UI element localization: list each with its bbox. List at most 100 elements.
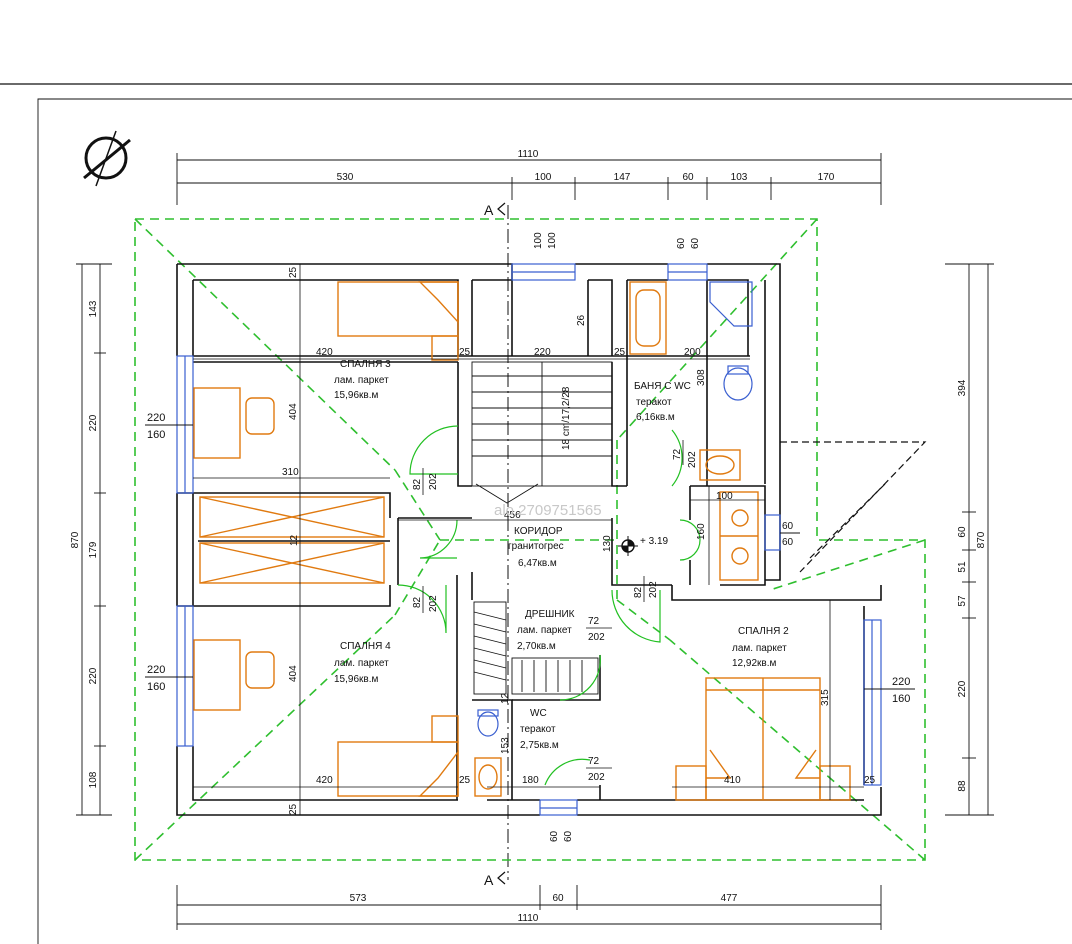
dim-153: 153: [500, 737, 511, 754]
room-label-bath: БАНЯ С WC теракот 6,16кв.м: [634, 381, 691, 423]
svg-text:6,47кв.м: 6,47кв.м: [518, 558, 557, 569]
dim-308: 308: [696, 369, 707, 386]
sanitary-fixtures: [477, 281, 753, 737]
window-label-right: 220 160: [864, 676, 915, 705]
dim-right-6: 88: [957, 780, 968, 792]
dim-top-1: 530: [337, 172, 354, 183]
room-label-bedroom3: СПАЛНЯ 3 лам. паркет 15,96кв.м: [334, 359, 391, 401]
room-label-wc: WC теракот 2,75кв.м: [520, 708, 559, 751]
svg-text:теракот: теракот: [636, 397, 672, 408]
furniture: [193, 281, 851, 801]
svg-text:СПАЛНЯ 2: СПАЛНЯ 2: [738, 626, 789, 637]
room-label-corridor: КОРИДОР гранитогрес 6,47кв.м: [508, 526, 564, 569]
dim-404-b: 404: [288, 665, 299, 682]
svg-text:72: 72: [588, 616, 600, 627]
dim-right-total: 870: [976, 531, 987, 548]
sheet-frame: [37, 98, 1072, 944]
dim-wall-25e: 25: [459, 775, 471, 786]
dim-wall-12b: 12: [500, 692, 511, 704]
dim-456: 456: [504, 510, 521, 521]
svg-text:КОРИДОР: КОРИДОР: [514, 526, 563, 537]
dim-404-a: 404: [288, 403, 299, 420]
svg-text:160: 160: [892, 693, 910, 705]
svg-text:202: 202: [428, 473, 439, 490]
svg-text:202: 202: [687, 451, 698, 468]
right-dimensions: 394 60 51 57 220 88 870: [945, 263, 994, 816]
dim-top-total: 1110: [518, 149, 539, 160]
svg-text:теракот: теракот: [520, 724, 556, 735]
section-mark-top: A: [484, 202, 494, 218]
svg-text:гранитогрес: гранитогрес: [508, 541, 564, 552]
dim-wall-25a: 25: [288, 266, 299, 278]
window-top-b: 100: [547, 232, 558, 249]
room-label-bedroom2: СПАЛНЯ 2 лам. паркет 12,92кв.м: [732, 626, 789, 669]
svg-text:160: 160: [147, 681, 165, 693]
dim-180: 180: [522, 775, 539, 786]
svg-text:WC: WC: [530, 708, 547, 719]
dim-left-1: 143: [88, 300, 99, 317]
dim-310: 310: [282, 467, 299, 478]
dim-130: 130: [602, 535, 613, 552]
walls: [176, 263, 882, 816]
top-dimensions: 1110 530 100 147 60 103 170: [176, 149, 882, 205]
svg-text:60: 60: [782, 521, 794, 532]
dim-right-1: 394: [957, 379, 968, 396]
door-label-5: 72 202: [586, 616, 612, 643]
dim-left-5: 108: [88, 771, 99, 788]
svg-text:202: 202: [588, 772, 605, 783]
dim-bottom-total: 1110: [518, 913, 539, 924]
stair-label: 18 cm/17,2/28: [561, 386, 572, 450]
svg-text:лам. паркет: лам. паркет: [732, 643, 787, 654]
window-top-d: 60: [690, 237, 701, 249]
svg-text:лам. паркет: лам. паркет: [334, 375, 389, 386]
svg-text:60: 60: [782, 537, 794, 548]
dim-wall-25f: 25: [864, 775, 876, 786]
window-bottom-a: 60: [549, 830, 560, 842]
dim-bottom-1: 573: [350, 893, 367, 904]
window-bottom-b: 60: [563, 830, 574, 842]
dim-wall-26: 26: [576, 314, 587, 326]
dim-top-5: 103: [731, 172, 748, 183]
dim-top-3: 147: [614, 172, 631, 183]
svg-text:15,96кв.м: 15,96кв.м: [334, 674, 378, 685]
dim-left-2: 220: [88, 414, 99, 431]
left-dimensions: 870 143 220 179 220 108: [70, 263, 112, 816]
dim-160: 160: [696, 523, 707, 540]
svg-text:82: 82: [633, 586, 644, 598]
window-label-bath: 60 60: [780, 521, 800, 548]
dim-right-4: 57: [957, 595, 968, 607]
level-marker-icon: [618, 536, 638, 556]
dim-left-4: 220: [88, 667, 99, 684]
svg-text:2,70кв.м: 2,70кв.м: [517, 641, 556, 652]
door-label-6: 72 202: [586, 756, 612, 783]
svg-text:220: 220: [147, 412, 165, 424]
svg-text:СПАЛНЯ 3: СПАЛНЯ 3: [340, 359, 391, 370]
svg-text:ДРЕШНИК: ДРЕШНИК: [525, 609, 575, 620]
dim-420-bottom: 420: [316, 775, 333, 786]
door-label-2: 82 202: [412, 586, 439, 613]
dim-top-6: 170: [818, 172, 835, 183]
window-label-left-1: 220 160: [145, 412, 193, 441]
room-label-wardrobe: ДРЕШНИК лам. паркет 2,70кв.м: [517, 609, 575, 652]
svg-text:160: 160: [147, 429, 165, 441]
svg-text:82: 82: [412, 596, 423, 608]
svg-text:лам. паркет: лам. паркет: [334, 658, 389, 669]
dim-left-3: 179: [88, 541, 99, 558]
window-top-a: 100: [533, 232, 544, 249]
dim-315: 315: [820, 689, 831, 706]
svg-text:12,92кв.м: 12,92кв.м: [732, 658, 776, 669]
windows: [176, 263, 882, 816]
dim-right-5: 220: [957, 680, 968, 697]
window-top-c: 60: [676, 237, 687, 249]
svg-text:лам. паркет: лам. паркет: [517, 625, 572, 636]
north-arrow-icon: [83, 130, 131, 187]
svg-text:202: 202: [428, 595, 439, 612]
dim-wall-25b: 25: [288, 803, 299, 815]
roof-outline: [134, 218, 926, 861]
level-label: + 3.19: [640, 536, 669, 547]
svg-text:82: 82: [412, 478, 423, 490]
dim-wall-12: 12: [289, 534, 300, 546]
dim-410: 410: [724, 775, 741, 786]
doors: [397, 425, 701, 786]
